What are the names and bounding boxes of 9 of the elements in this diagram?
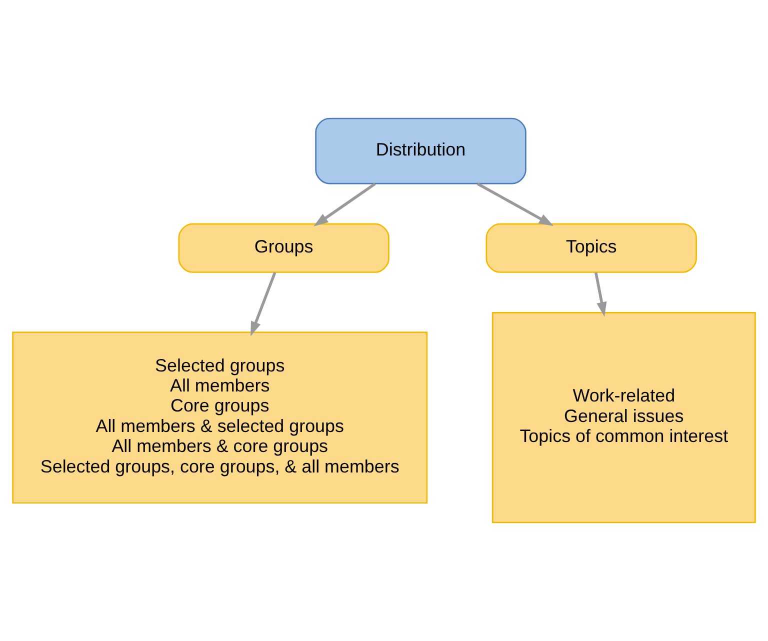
arrow [594,272,607,317]
node-box: Topics [486,223,697,273]
arrow [476,182,554,226]
node-box: Groups [178,223,390,273]
node-box: Work-related General issues Topics of common interest [492,312,756,524]
arrow [250,272,276,336]
node-box: Distribution [315,118,526,184]
arrow [314,182,376,226]
node-box: Selected groups All members Core groups All members & selected groups All members & core groups Selected groups, core groups, & all members [12,332,428,504]
